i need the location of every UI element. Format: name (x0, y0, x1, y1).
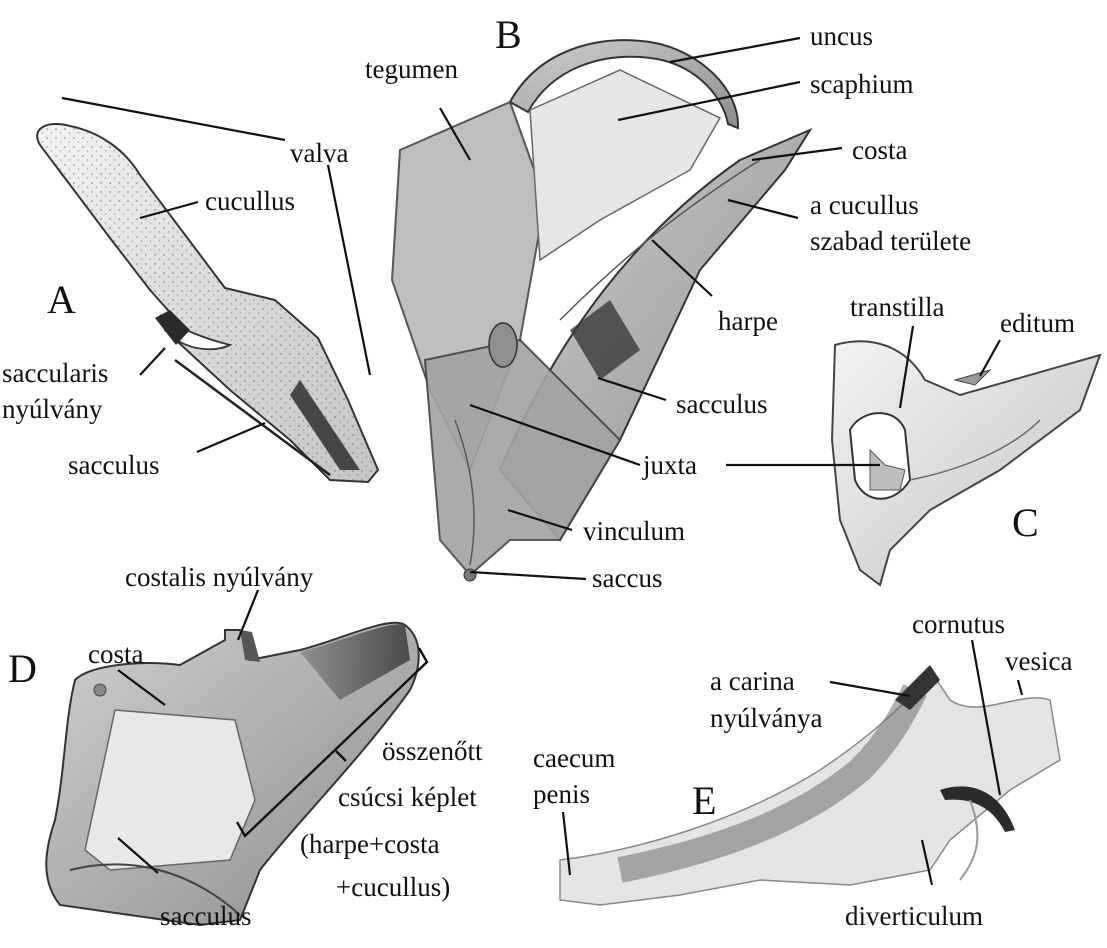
label-sacculus-d: sacculus (160, 901, 251, 931)
label-tegumen: tegumen (365, 54, 458, 84)
label-cornutus: cornutus (912, 609, 1005, 639)
label-cucullus-free-line2: szabad területe (810, 226, 971, 256)
label-saccus: saccus (592, 563, 662, 593)
label-fused-line3: (harpe+costa (300, 829, 440, 859)
specimen-c-genitalia (830, 340, 1102, 587)
label-scaphium: scaphium (810, 69, 913, 99)
label-diverticulum: diverticulum (845, 901, 983, 931)
label-costa-d: costa (88, 639, 143, 669)
label-vesica: vesica (1005, 646, 1072, 676)
panel-label-d: D (8, 646, 37, 691)
leader-lines (61, 36, 1024, 886)
panel-label-c: C (1012, 500, 1039, 545)
specimen-b-genitalia (390, 39, 813, 582)
label-editum: editum (1000, 308, 1075, 338)
label-harpe: harpe (718, 306, 778, 336)
label-sacculus-b: sacculus (676, 389, 767, 419)
label-carina-line1: a carina (710, 666, 795, 696)
label-valva: valva (290, 138, 348, 168)
fused-structure-bracket (235, 647, 429, 838)
label-uncus: uncus (810, 21, 873, 51)
panel-label-b: B (495, 12, 522, 57)
label-juxta: juxta (642, 450, 697, 480)
label-fused-line4: +cucullus) (336, 872, 450, 902)
label-cucullus-a: cucullus (205, 186, 295, 216)
label-carina-line2: nyúlványa (710, 703, 822, 733)
label-cucullus-free-line1: a cucullus (810, 190, 919, 220)
specimen-d-valva (45, 621, 420, 927)
specimen-e-aedeagus (559, 665, 1061, 906)
panel-label-a: A (47, 277, 76, 322)
label-fused-line1: összenőtt (382, 736, 483, 766)
label-costa-b: costa (852, 135, 907, 165)
label-saccularis-line1: saccularis (2, 358, 108, 388)
label-caecum-line2: penis (533, 779, 590, 809)
label-saccularis-line2: nyúlvány (2, 394, 103, 424)
panel-label-e: E (692, 778, 716, 823)
label-vinculum: vinculum (583, 516, 685, 546)
label-costalis-nyulvany: costalis nyúlvány (125, 562, 314, 592)
label-transtilla: transtilla (850, 292, 944, 322)
label-caecum-line1: caecum (533, 743, 615, 773)
label-sacculus-a: sacculus (68, 450, 159, 480)
specimen-a-valva (36, 123, 380, 484)
label-fused-line2: csúcsi képlet (338, 782, 477, 812)
